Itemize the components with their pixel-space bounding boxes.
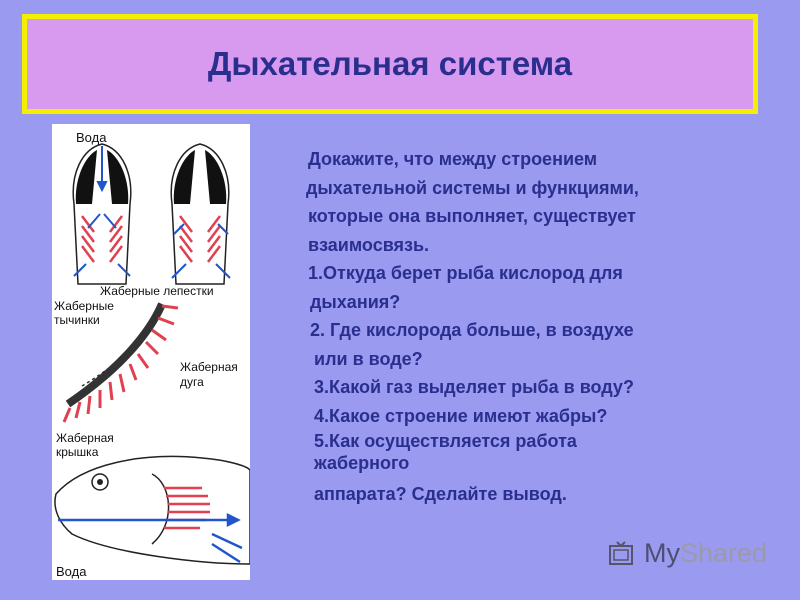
text-line: дыхательной системы и функциями, — [306, 177, 639, 198]
text-line: 4.Какое строение имеют жабры? — [314, 405, 608, 426]
watermark-text-my: My — [644, 538, 680, 568]
text-line: 1.Откуда берет рыба кислород для — [308, 263, 623, 283]
label-gill-cover-2: крышка — [56, 445, 99, 459]
fish-gill-illustration: Вода Жаберные лепестки Жаберные тычинки … — [52, 124, 250, 580]
text-line: Докажите, что между строением — [308, 149, 598, 169]
fish-side-view — [54, 455, 250, 565]
text-line: 5.Как осуществляется работа — [314, 431, 577, 451]
watermark-text-shared: Shared — [680, 538, 768, 568]
text-line: дыхания? — [310, 291, 401, 312]
fish-head-right — [170, 143, 231, 285]
text-line: взаимосвязь. — [308, 234, 430, 255]
label-gill-rakers-2: тычинки — [54, 313, 100, 327]
label-gill-cover-1: Жаберная — [56, 431, 114, 445]
label-gill-rakers-1: Жаберные — [54, 299, 114, 313]
text-line: жаберного — [314, 453, 410, 473]
text-line: или в воде? — [314, 348, 423, 369]
label-gill-arch-1: Жаберная — [180, 360, 238, 374]
label-water-bottom: Вода — [56, 564, 87, 579]
myshared-logo-icon — [609, 540, 633, 565]
title-banner: Дыхательная система — [22, 14, 758, 114]
gill-arch-drawing — [62, 302, 179, 423]
question-text-block: Докажите, что между строением дыхательно… — [300, 145, 770, 509]
label-water-top: Вода — [76, 130, 107, 145]
fish-head-left — [72, 143, 132, 285]
text-line: которые она выполняет, существует — [308, 206, 636, 226]
text-line: 2. Где кислорода больше, в воздухе — [310, 320, 634, 340]
text-line: 3.Какой газ выделяет рыба в воду? — [314, 377, 634, 397]
text-line: аппарата? Сделайте вывод. — [314, 484, 567, 504]
gill-diagram-svg: Вода Жаберные лепестки Жаберные тычинки … — [54, 130, 250, 579]
slide-title: Дыхательная система — [207, 45, 573, 82]
label-gill-arch-2: дуга — [180, 375, 204, 389]
label-gill-filaments: Жаберные лепестки — [100, 284, 214, 298]
